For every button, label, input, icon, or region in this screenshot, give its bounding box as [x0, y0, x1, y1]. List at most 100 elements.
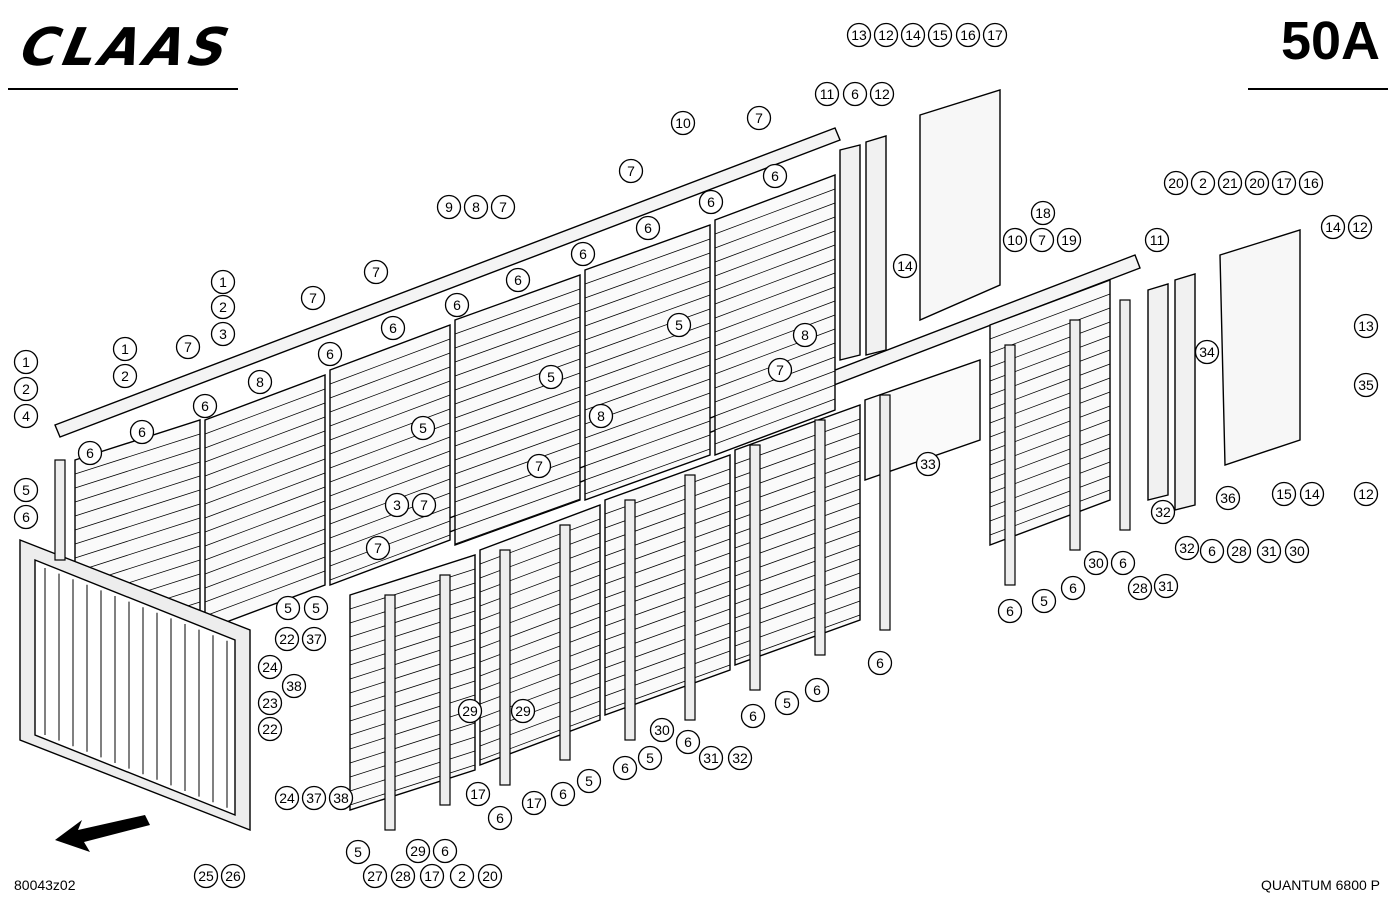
- callout-number: 7: [372, 264, 380, 280]
- callout-circle: [13, 376, 39, 402]
- callout-circle: [487, 805, 513, 831]
- panel-corrugation: [454, 442, 581, 489]
- callout-number: 5: [547, 369, 555, 385]
- panel-corrugation: [714, 370, 836, 417]
- callout-circle: [1163, 170, 1189, 196]
- callout-number: 6: [579, 246, 587, 262]
- panel-corrugation: [714, 272, 836, 319]
- callout-number: 5: [675, 317, 683, 333]
- callout-number: 12: [1352, 219, 1368, 235]
- callout-circle: [257, 690, 283, 716]
- callout-circle: [1031, 588, 1057, 614]
- panel-corrugation: [204, 402, 326, 449]
- callout-number: 31: [1261, 543, 1277, 559]
- callout-number: 38: [286, 678, 302, 694]
- panel-corrugation: [584, 280, 711, 327]
- upper-beam: [54, 127, 841, 438]
- panel-corrugation: [454, 302, 581, 349]
- panel-corrugation: [584, 448, 711, 495]
- callout-circle: [13, 504, 39, 530]
- panel-corrugation: [454, 386, 581, 433]
- panel-corrugation: [714, 216, 836, 263]
- vertical-post: [1004, 344, 1016, 586]
- callout-number: 1: [22, 354, 30, 370]
- panel-upper-2: [204, 373, 326, 632]
- callout-number: 17: [470, 786, 486, 802]
- panel-corrugation: [204, 444, 326, 491]
- callout-circle: [846, 22, 872, 48]
- panel-corrugation: [74, 447, 201, 489]
- callout-circle: [1150, 499, 1176, 525]
- callout-circle: [317, 341, 343, 367]
- callout-number: 10: [1007, 232, 1023, 248]
- panel-corrugation: [584, 336, 711, 383]
- direction-arrow: [55, 815, 150, 852]
- panel-corrugation: [454, 316, 581, 363]
- vertical-post: [54, 459, 66, 561]
- panel-corrugation: [714, 244, 836, 291]
- callout-number: 6: [876, 655, 884, 671]
- callout-circle: [13, 349, 39, 375]
- callout-number: 15: [932, 27, 948, 43]
- callout-number: 4: [22, 408, 30, 424]
- panel-corrugation: [349, 596, 476, 638]
- panel-corrugation: [329, 450, 451, 497]
- panel-corrugation: [349, 582, 476, 624]
- vertical-post: [499, 549, 511, 786]
- callout-number: 6: [496, 810, 504, 826]
- callout-number: 15: [1276, 486, 1292, 502]
- callout-number: 5: [312, 600, 320, 616]
- callout-circle: [792, 322, 818, 348]
- panel-corrugation: [204, 500, 326, 547]
- panel-corrugation: [584, 434, 711, 481]
- callout-circle: [275, 595, 301, 621]
- callout-circle: [1030, 200, 1056, 226]
- callout-number: 20: [482, 868, 498, 884]
- vertical-post: [624, 499, 636, 741]
- callout-number: 33: [920, 456, 936, 472]
- callout-number: 11: [1150, 232, 1165, 248]
- callout-number: 6: [86, 445, 94, 461]
- callout-number: 34: [1199, 344, 1215, 360]
- callout-circle: [1190, 170, 1216, 196]
- callout-circle: [1029, 227, 1055, 253]
- callout-circle: [1347, 214, 1373, 240]
- callout-circle: [257, 716, 283, 742]
- callout-number: 6: [453, 297, 461, 313]
- vertical-post: [1119, 299, 1131, 531]
- panel-corrugation: [349, 610, 476, 652]
- callout-circle: [538, 364, 564, 390]
- callout-number: 8: [801, 327, 809, 343]
- callout-circle: [1153, 573, 1179, 599]
- panel-corrugation: [584, 308, 711, 355]
- callout-circle: [220, 863, 246, 889]
- drawing-id: 80043z02: [14, 877, 76, 893]
- callout-number: 7: [776, 362, 784, 378]
- callout-number: 16: [960, 27, 976, 43]
- callout-number: 9: [445, 199, 453, 215]
- panel-corrugation: [349, 638, 476, 680]
- callout-circle: [915, 451, 941, 477]
- panel-upper-6: [714, 173, 836, 457]
- callout-number: 2: [219, 299, 227, 315]
- callout-circle: [550, 781, 576, 807]
- callout-number: 6: [1069, 580, 1077, 596]
- callout-number: 7: [309, 290, 317, 306]
- panel-corrugation: [349, 568, 476, 610]
- callout-number: 3: [393, 497, 401, 513]
- callout-number: 20: [1168, 175, 1184, 191]
- callout-circle: [210, 321, 236, 347]
- callout-number: 28: [395, 868, 411, 884]
- panel-corrugation: [204, 472, 326, 519]
- panel-corrugation: [74, 461, 201, 503]
- panel-corrugation: [584, 364, 711, 411]
- callout-number: 5: [585, 773, 593, 789]
- callout-circle: [1056, 227, 1082, 253]
- panel-corrugation: [349, 722, 476, 764]
- panel-lower-5: [864, 359, 981, 481]
- callout-number: 38: [333, 790, 349, 806]
- panel-lower-1: [349, 554, 476, 811]
- callout-circle: [345, 839, 371, 865]
- callout-number: 20: [1249, 175, 1265, 191]
